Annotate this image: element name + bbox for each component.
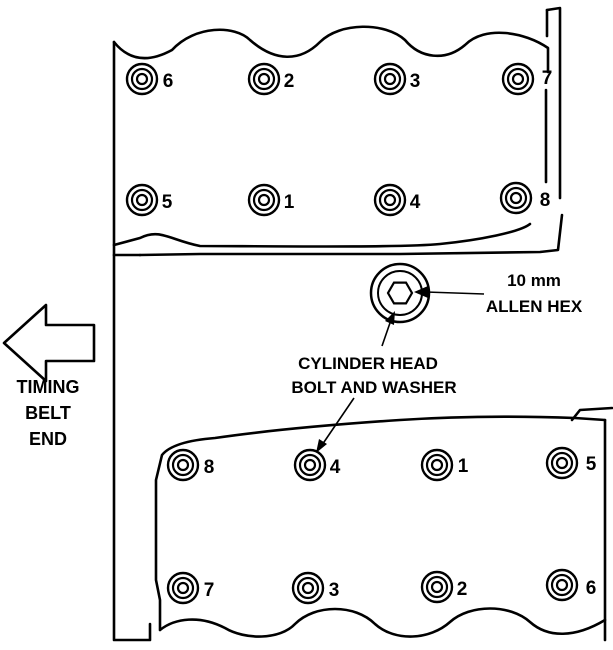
- bolt-sequence-number: 3: [410, 71, 421, 92]
- allen-hex-label-line1: 10 mm: [507, 271, 561, 290]
- bolt-icon: [420, 448, 454, 482]
- bolt-sequence-number: 8: [204, 457, 215, 478]
- timing-belt-label-line3: END: [29, 429, 67, 449]
- allen-hex-bolt-icon: [369, 262, 431, 324]
- bolt-icon: [247, 183, 281, 217]
- bolt-sequence-number: 1: [458, 456, 469, 477]
- allen-hex-label-line2: ALLEN HEX: [486, 297, 583, 316]
- bolt-icon: [545, 568, 579, 602]
- bolt-sequence-number: 8: [540, 190, 551, 211]
- bolt-icon: [499, 181, 533, 215]
- bolt-sequence-number: 2: [284, 71, 295, 92]
- bolt-sequence-number: 4: [330, 457, 341, 478]
- bolt-sequence-number: 7: [204, 580, 215, 601]
- bolt-icon: [247, 62, 281, 96]
- timing-belt-label-line1: TIMING: [17, 377, 80, 397]
- timing-belt-label-line2: BELT: [25, 403, 71, 423]
- bolt-layer: 6 2 3 7 5 1 4 8 8 4 1 5 7 3 2 6: [125, 62, 597, 605]
- bolt-icon: [166, 571, 200, 605]
- bolt-sequence-number: 3: [329, 580, 340, 601]
- bolt-washer-label-line2: BOLT AND WASHER: [291, 378, 456, 397]
- bolt-icon: [373, 183, 407, 217]
- bolt-icon: [420, 570, 454, 604]
- bolt-icon: [125, 183, 159, 217]
- bolt-washer-label-line1: CYLINDER HEAD: [298, 354, 438, 373]
- bolt-icon: [373, 62, 407, 96]
- bolt-icon: [501, 62, 535, 96]
- left-arrow-icon: [2, 303, 96, 383]
- bolt-sequence-number: 5: [162, 192, 173, 213]
- bolt-icon: [293, 448, 327, 482]
- bolt-sequence-number: 5: [586, 454, 597, 475]
- bolt-sequence-number: 1: [284, 192, 295, 213]
- bolt-washer-callout-arrows: [316, 311, 395, 453]
- engine-block-outline: [112, 6, 613, 642]
- bolt-icon: [166, 448, 200, 482]
- bolt-sequence-number: 6: [163, 71, 174, 92]
- bolt-icon: [545, 446, 579, 480]
- lower-cylinder-head-outline: [154, 415, 607, 638]
- allen-hex-callout-arrow: [414, 286, 485, 298]
- bolt-sequence-number: 6: [586, 578, 597, 599]
- bolt-icon: [291, 571, 325, 605]
- bolt-icon: [125, 62, 159, 96]
- upper-cylinder-head-outline: [112, 25, 550, 248]
- bolt-sequence-number: 4: [410, 192, 421, 213]
- bolt-sequence-number: 2: [457, 579, 468, 600]
- bolt-sequence-number: 7: [542, 68, 553, 89]
